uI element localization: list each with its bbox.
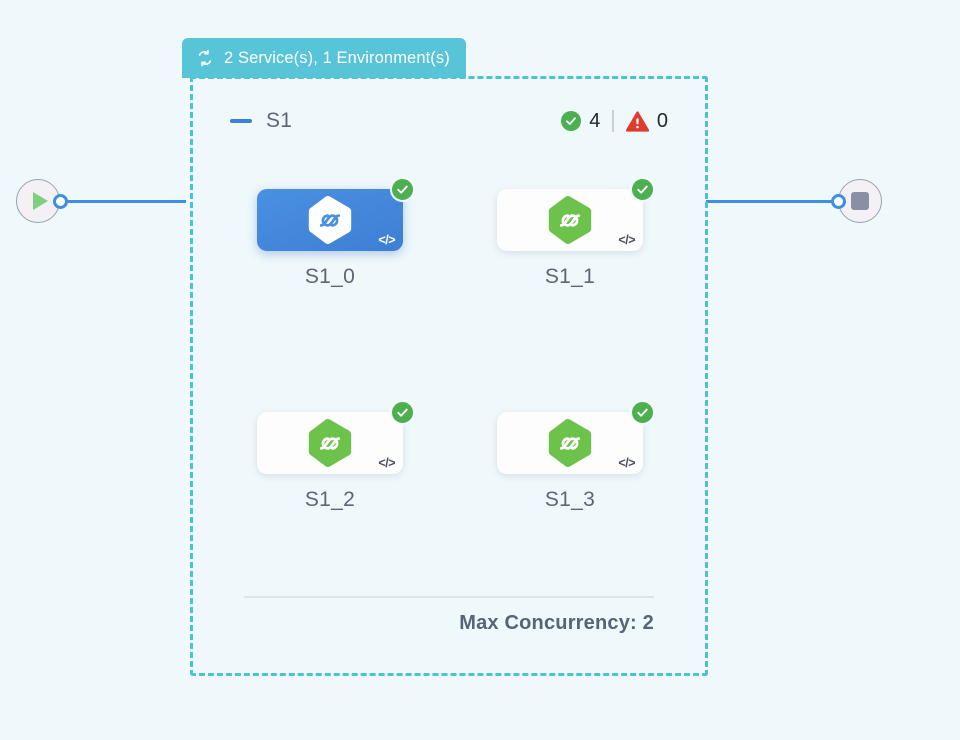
service-node[interactable]: </> S1_2	[257, 400, 415, 512]
node-card[interactable]: </>	[497, 177, 655, 251]
service-node[interactable]: </> S1_3	[497, 400, 655, 512]
edge-group-to-end[interactable]	[706, 200, 834, 203]
play-icon	[33, 192, 48, 210]
warning-status: 0	[625, 109, 668, 133]
edge-start-to-group[interactable]	[60, 200, 186, 203]
group-footer-divider	[244, 596, 654, 598]
hexagon-node-logo-icon	[307, 195, 353, 245]
hexagon-node-logo-icon	[547, 195, 593, 245]
success-count: 4	[589, 109, 601, 132]
status-divider	[612, 110, 614, 132]
minus-icon[interactable]	[230, 119, 252, 123]
check-circle-icon	[390, 400, 415, 425]
code-tag-icon: </>	[618, 233, 635, 247]
hexagon-node-logo-icon	[547, 418, 593, 468]
node-card[interactable]: </>	[497, 400, 655, 474]
code-tag-icon: </>	[378, 456, 395, 470]
subgroup-header[interactable]: S1 4 0	[230, 104, 668, 138]
check-circle-icon	[630, 177, 655, 202]
start-node[interactable]	[16, 179, 60, 223]
node-card[interactable]: </>	[257, 177, 415, 251]
subgroup-title: S1	[266, 109, 293, 132]
group-banner-label: 2 Service(s), 1 Environment(s)	[224, 48, 450, 67]
max-concurrency-label: Max Concurrency: 2	[459, 612, 654, 634]
check-circle-icon	[561, 111, 582, 131]
hexagon-node-logo-icon	[307, 418, 353, 468]
code-tag-icon: </>	[378, 233, 395, 247]
node-label: S1_0	[304, 265, 356, 288]
status-cluster: 4 0	[561, 110, 668, 133]
service-group-container[interactable]	[190, 76, 708, 676]
node-label: S1_2	[304, 488, 356, 511]
check-circle-icon	[630, 400, 655, 425]
node-label: S1_1	[544, 265, 596, 288]
code-tag-icon: </>	[618, 456, 635, 470]
check-circle-icon	[390, 177, 415, 202]
node-card[interactable]: </>	[257, 400, 415, 474]
service-node[interactable]: </> S1_1	[497, 177, 655, 289]
end-node-target-handle[interactable]	[831, 194, 846, 209]
warning-triangle-icon	[625, 110, 649, 132]
success-status: 4	[561, 110, 600, 133]
stop-icon	[851, 192, 869, 210]
service-node[interactable]: </> S1_0	[257, 177, 415, 289]
warning-count: 0	[656, 109, 668, 132]
start-node-source-handle[interactable]	[53, 194, 68, 209]
loop-repeat-icon	[195, 48, 215, 68]
group-banner[interactable]: 2 Service(s), 1 Environment(s)	[182, 38, 466, 78]
node-label: S1_3	[544, 488, 596, 511]
